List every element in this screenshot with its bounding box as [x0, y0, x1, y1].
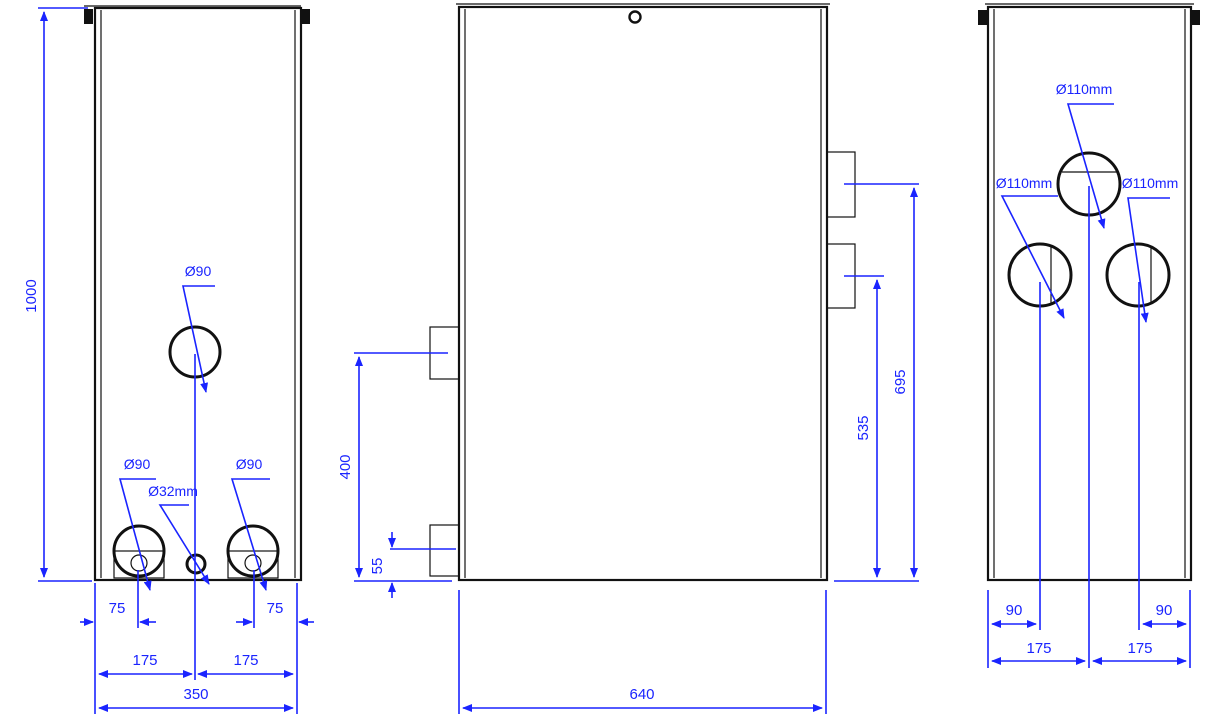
right-view-handle-left-icon — [978, 10, 987, 25]
middle-view-pipe-stubs — [429, 151, 856, 577]
right-view-width-dimensions: 90 90 175 175 — [987, 282, 1191, 668]
middle-view-inlet-upper-label: 400 — [337, 454, 354, 479]
left-view-offset-right-label: 75 — [267, 600, 284, 617]
left-view-pipe-bottom-mid-label: Ø32mm — [148, 483, 198, 499]
left-view-tank-outline — [84, 5, 310, 582]
left-view-offset-left-label: 75 — [109, 600, 126, 617]
left-view-height-label: 1000 — [23, 279, 40, 312]
left-view-width-label: 350 — [183, 686, 208, 703]
left-view-leaders — [118, 285, 270, 680]
right-view-offset-right-label: 90 — [1156, 602, 1173, 619]
right-view: 90 90 175 175 Ø110mm Ø110mm Ø110mm — [978, 3, 1200, 668]
right-view-pipe-top-label: Ø110mm — [1056, 81, 1113, 97]
right-view-handle-right-icon — [1191, 10, 1200, 25]
right-view-offset-left-label: 90 — [1006, 602, 1023, 619]
right-view-half-right-label: 175 — [1127, 640, 1152, 657]
left-view-pipe-top-label: Ø90 — [185, 263, 212, 279]
middle-view-outlet-lower-label: 535 — [855, 415, 872, 440]
middle-view-width-label: 640 — [629, 686, 654, 703]
middle-view-width-dimension: 640 — [458, 590, 827, 714]
right-view-half-left-label: 175 — [1026, 640, 1051, 657]
right-view-pipe-right-label: Ø110mm — [1122, 175, 1179, 191]
middle-view-inlet-lower — [429, 524, 460, 577]
middle-view-inlet-dimensions: 400 55 — [337, 352, 456, 598]
right-view-leaders — [1000, 103, 1170, 668]
left-view-pipe-bottom-left-label: Ø90 — [124, 456, 151, 472]
middle-view-outlet-dimensions: 535 695 — [834, 183, 919, 582]
middle-view-outlet-upper-label: 695 — [892, 369, 909, 394]
right-view-pipe-left-label: Ø110mm — [996, 175, 1053, 191]
left-view: 1000 75 75 175 175 350 Ø90 Ø90 Ø32mm Ø90 — [23, 5, 314, 714]
middle-view-tank-outline — [456, 3, 830, 582]
left-view-handle-right-icon — [301, 9, 310, 24]
right-view-pipes — [1007, 151, 1171, 308]
left-view-handle-left-icon — [84, 9, 93, 24]
middle-view: 400 55 535 695 640 — [337, 3, 919, 714]
left-view-half-left-label: 175 — [132, 652, 157, 669]
left-view-half-right-label: 175 — [233, 652, 258, 669]
middle-view-vent-icon — [628, 10, 642, 24]
left-view-pipes — [112, 325, 280, 579]
left-view-height-dimension: 1000 — [23, 7, 92, 582]
right-view-pipe-right — [1105, 242, 1171, 308]
left-view-width-dimensions: 75 75 175 175 350 — [80, 570, 314, 714]
left-view-pipe-bottom-right-label: Ø90 — [236, 456, 263, 472]
middle-view-inlet-lower-label: 55 — [369, 558, 386, 575]
